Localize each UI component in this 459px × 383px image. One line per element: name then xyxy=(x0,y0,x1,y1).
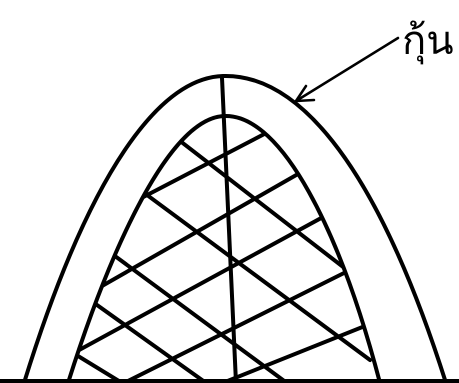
pointer-arrow xyxy=(296,38,398,101)
label-text: กุ้น xyxy=(402,18,454,65)
hatch-line xyxy=(180,320,380,383)
